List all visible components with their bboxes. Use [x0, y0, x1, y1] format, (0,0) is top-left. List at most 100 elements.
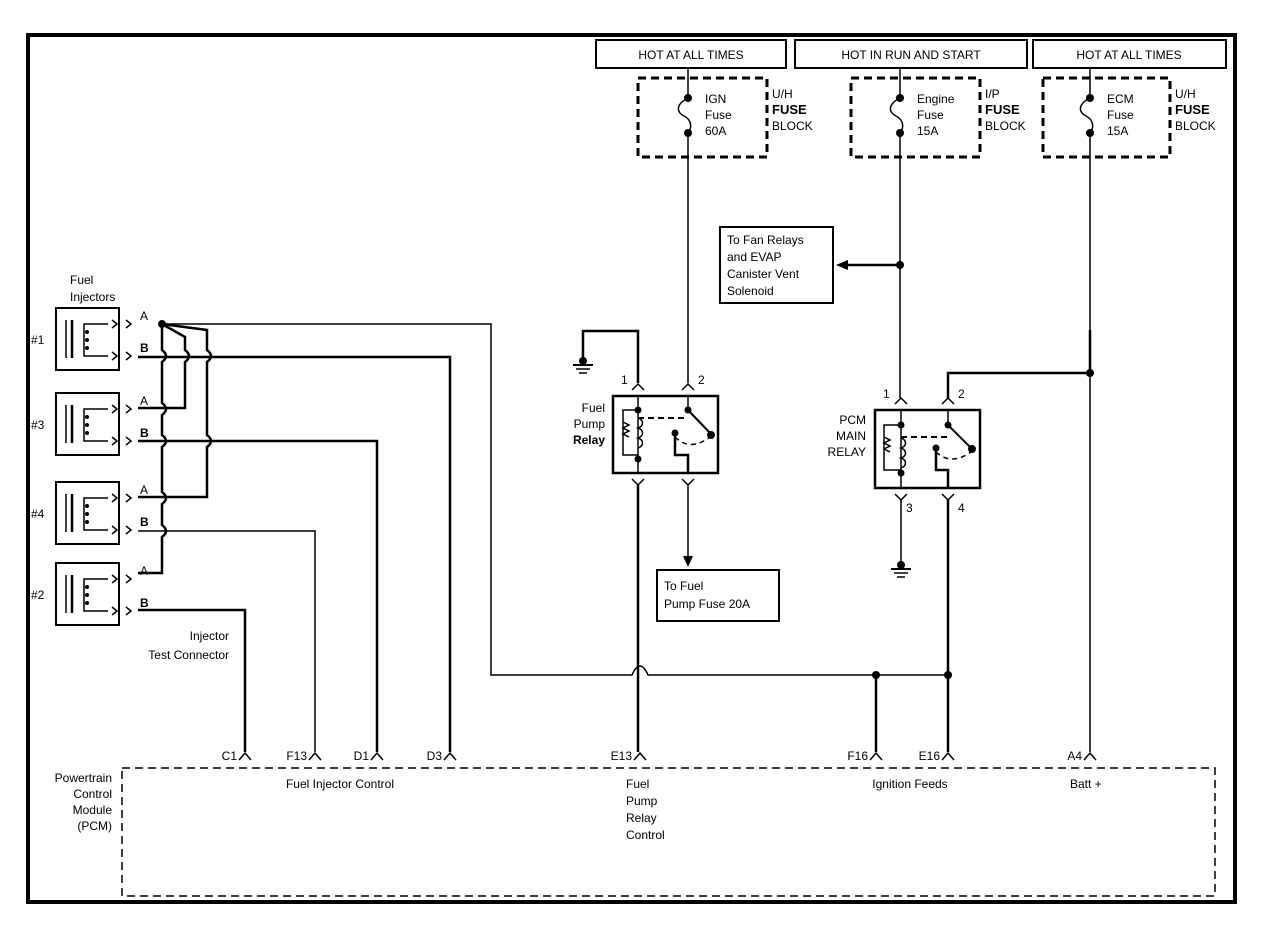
ground-icon [573, 357, 593, 374]
diagram-frame [26, 33, 1237, 904]
connector-icon [633, 751, 647, 761]
connector-icon [125, 351, 133, 361]
fan-relays-box [719, 226, 834, 304]
fuel-pump-fuse-line-1: To Fuel [664, 579, 703, 593]
injector-signal-wires: Injector Test Connector [138, 355, 452, 752]
pcm-label-4: (PCM) [77, 819, 112, 833]
power-source-labels: HOT AT ALL TIMES HOT IN RUN AND START HO… [595, 39, 1227, 69]
fuse-icon [1079, 97, 1094, 134]
connector-icon [125, 525, 133, 535]
fan-relays-line-3: Canister Vent [727, 267, 800, 281]
fuse-word: Fuse [705, 108, 732, 122]
connector-icon [941, 493, 955, 502]
coil-icon [898, 437, 907, 469]
connector-icon [443, 751, 457, 761]
pcm-label-3: Module [73, 803, 113, 817]
fuse-rating: 15A [917, 124, 938, 138]
resistor-icon [882, 436, 892, 453]
pin-icon [111, 404, 119, 414]
connector-icon [308, 751, 322, 761]
pcm-terminal-label: F16 [847, 749, 868, 763]
injector-pin-b: B [140, 596, 149, 610]
injector: #1AB [31, 307, 149, 371]
injectors-title-2: Injectors [70, 290, 115, 304]
fuse-word: Fuse [917, 108, 944, 122]
pcm-function-fuel-pump-4: Control [626, 828, 665, 842]
connector-icon [125, 493, 133, 503]
fp-relay-pin-1: 1 [621, 373, 628, 387]
title-box-1-label: HOT AT ALL TIMES [638, 48, 743, 62]
pcm-terminal-label: D1 [354, 749, 370, 763]
pcm-terminal: C1 [222, 749, 252, 763]
injector-pin-b: B [140, 426, 149, 440]
connector-icon [238, 751, 252, 761]
injector-body [55, 562, 120, 626]
title-box-3 [1032, 39, 1227, 69]
fan-relays-line-1: To Fan Relays [727, 233, 804, 247]
pcm-relay-pin-3: 3 [906, 501, 913, 515]
coil-icon [83, 497, 108, 531]
connector-icon [681, 382, 695, 391]
fuse-ecm: ECM Fuse 15A U/H FUSE BLOCK [1041, 76, 1216, 159]
fuse-name: IGN [705, 92, 726, 106]
fuse-ign: IGN Fuse 60A U/H FUSE BLOCK [636, 76, 813, 159]
connector-icon [894, 493, 908, 502]
pcm-label-1: Powertrain [55, 771, 112, 785]
pcm-terminal-label: F13 [286, 749, 307, 763]
junction-dot [944, 671, 952, 679]
fp-relay-box [611, 394, 720, 475]
fuse-block-label-2: FUSE [1175, 102, 1210, 117]
fuse-name: ECM [1107, 92, 1134, 106]
switch-contact [687, 409, 711, 434]
injector: #2AB [31, 562, 149, 626]
pcm-label-2: Control [73, 787, 112, 801]
coil-icon [83, 578, 108, 612]
fuel-pump-relay: 1 2 Fuel Pump Relay [573, 329, 720, 567]
pcm-terminal-label: A4 [1067, 749, 1082, 763]
fuse-block-label-3: BLOCK [985, 119, 1026, 133]
pcm-terminal: D3 [427, 749, 457, 763]
switch-contact [947, 424, 971, 448]
wire-fp-relay-ground [581, 329, 640, 383]
arrow-icon [836, 260, 848, 270]
injector-pin-a: A [140, 394, 148, 408]
injector-body [55, 307, 120, 371]
injector-number: #1 [31, 333, 45, 347]
pin-icon [111, 525, 119, 535]
pcm-function-ignition: Ignition Feeds [872, 777, 947, 791]
wire-injector-4-f13 [138, 530, 316, 752]
pcm-relay-pin-1: 1 [883, 387, 890, 401]
connector-icon [869, 751, 883, 761]
fuel-pump-fuse-destination: To Fuel Pump Fuse 20A [656, 569, 780, 622]
test-connector-label-1: Injector [190, 629, 229, 643]
pcm-terminal: F13 [286, 749, 322, 763]
fan-relays-line-2: and EVAP [727, 250, 781, 264]
connector-icon [1083, 751, 1097, 761]
fan-relays-line-4: Solenoid [727, 284, 774, 298]
pcm-relay-label-2: MAIN [836, 429, 866, 443]
title-box-1 [595, 39, 787, 69]
pin-icon [111, 436, 119, 446]
pcm-function-fuel-pump-3: Relay [626, 811, 657, 825]
fuse-name: Engine [917, 92, 955, 106]
fuel-pump-fuse-line-2: Pump Fuse 20A [664, 597, 750, 611]
title-box-2-label: HOT IN RUN AND START [841, 48, 981, 62]
pcm-relay-label-3: RELAY [828, 445, 866, 459]
injector: #4AB [31, 481, 149, 545]
arrow-icon [683, 556, 693, 567]
pcm-outline [121, 767, 1216, 897]
fuse-rating: 60A [705, 124, 726, 138]
pin-icon [111, 606, 119, 616]
ignition-feed-bus [162, 323, 952, 752]
fuse-block-label-1: U/H [1175, 87, 1196, 101]
pcm-relay-pin-4: 4 [958, 501, 965, 515]
injector-pin-b: B [140, 341, 149, 355]
fuse-block-label-3: BLOCK [1175, 119, 1216, 133]
pcm-terminal-label: C1 [222, 749, 238, 763]
pcm-function-battery: Batt + [1070, 777, 1102, 791]
pcm-terminal: E16 [919, 749, 955, 763]
coil-icon [83, 323, 108, 357]
pcm-main-relay: 1 2 PCM MAIN RELAY 3 4 [828, 387, 982, 752]
fuse-engine: Engine Fuse 15A I/P FUSE BLOCK [849, 76, 1026, 159]
